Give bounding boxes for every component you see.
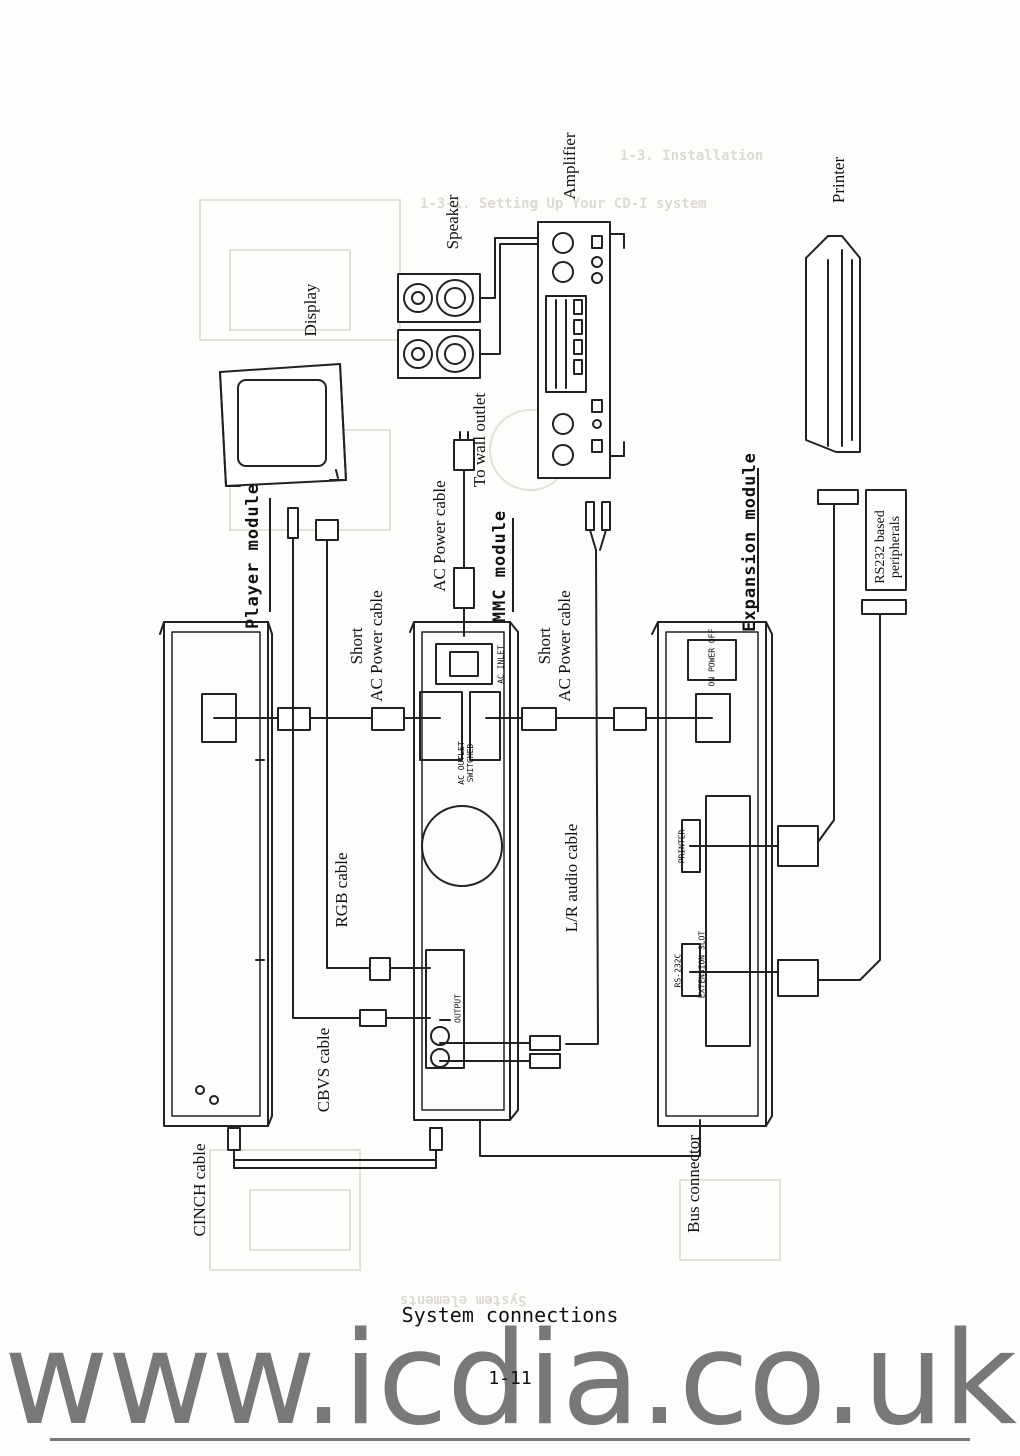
rs232-peripherals-label: RS232 based peripherals [873,497,903,597]
amplifier-label: Amplifier [560,132,579,200]
bus-connector [479,1119,701,1157]
figure-caption: System connections [401,1303,619,1327]
printer-port-marking: PRINTER [677,829,687,864]
power-switch-marking: ON POWER OFF [707,628,717,687]
ac-outlet-line1: AC OUTLET [457,741,466,785]
speaker-label: Speaker [443,194,462,250]
cbvs-cable-label: CBVS cable [314,1027,333,1113]
bleed-installation-text: 1-3. Installation [620,148,764,164]
ac-outlet-line2: SWITCHED [466,743,475,783]
extension-slot-marking: EXTENSION SLOT [697,930,707,999]
printer-label: Printer [829,156,848,204]
speaker-right [397,329,481,379]
printer-device [805,235,861,453]
cinch-cable [227,1127,443,1169]
mmc-module-label: MMC module [490,509,510,623]
rgb-cable [315,519,431,981]
rs232-peripherals-line1: RS232 based [873,510,888,584]
watermark-text: www.icdia.co.uk [3,1305,1017,1454]
player-module-chassis [159,621,273,1127]
ac-inlet-marking: AC INLET [496,645,506,684]
player-module-label: Player module [243,482,263,630]
label-underlines [269,468,759,612]
short-ac-cable-1-line1: Short [347,627,366,665]
cinch-cable-label: CINCH cable [190,1143,209,1237]
ac-outlet-switched-marking: AC OUTLET SWITCHED [457,733,475,793]
ac-power-cable-label: AC Power cable [430,480,449,592]
lr-audio-cable [439,501,611,1069]
display-label: Display [301,283,320,337]
short-ac-cable-2-label: Short AC Power cable [535,581,575,711]
lr-audio-cable-label: L/R audio cable [562,823,581,933]
rs232c-port-marking: RS-232C [673,953,683,988]
bus-connector-label: Bus connector [684,1135,703,1233]
watermark-underline [50,1438,970,1441]
mmc-module-chassis [409,621,519,1121]
short-ac-cable-2-line1: Short [535,627,554,665]
speaker-left [397,273,481,323]
short-ac-cable-1-label: Short AC Power cable [347,581,387,711]
short-ac-cable-2-line2: AC Power cable [555,590,574,702]
amplifier-unit [537,221,625,479]
short-ac-cable-1-line2: AC Power cable [367,590,386,702]
rs232-peripherals-line2: peripherals [888,515,903,579]
bleed-setting-up-text: 1-3-1. Setting Up Your CD-I system [420,196,707,212]
printer-cable [689,489,859,867]
page-number: 1-11 [488,1368,532,1389]
expansion-module-chassis [651,621,773,1127]
to-wall-outlet-label: To wall outlet [470,392,489,488]
short-ac-cable-2 [485,707,713,731]
display-monitor [219,363,347,487]
rgb-cable-label: RGB cable [332,852,351,928]
rs232-peripherals-box [865,489,907,591]
rs232-cable [689,599,907,997]
speaker-wires [479,237,541,355]
cbvs-cable [287,507,431,1027]
output-marking: OUTPUT [453,994,463,1023]
expansion-module-label: Expansion module [740,452,760,632]
ac-power-cable [453,431,475,637]
